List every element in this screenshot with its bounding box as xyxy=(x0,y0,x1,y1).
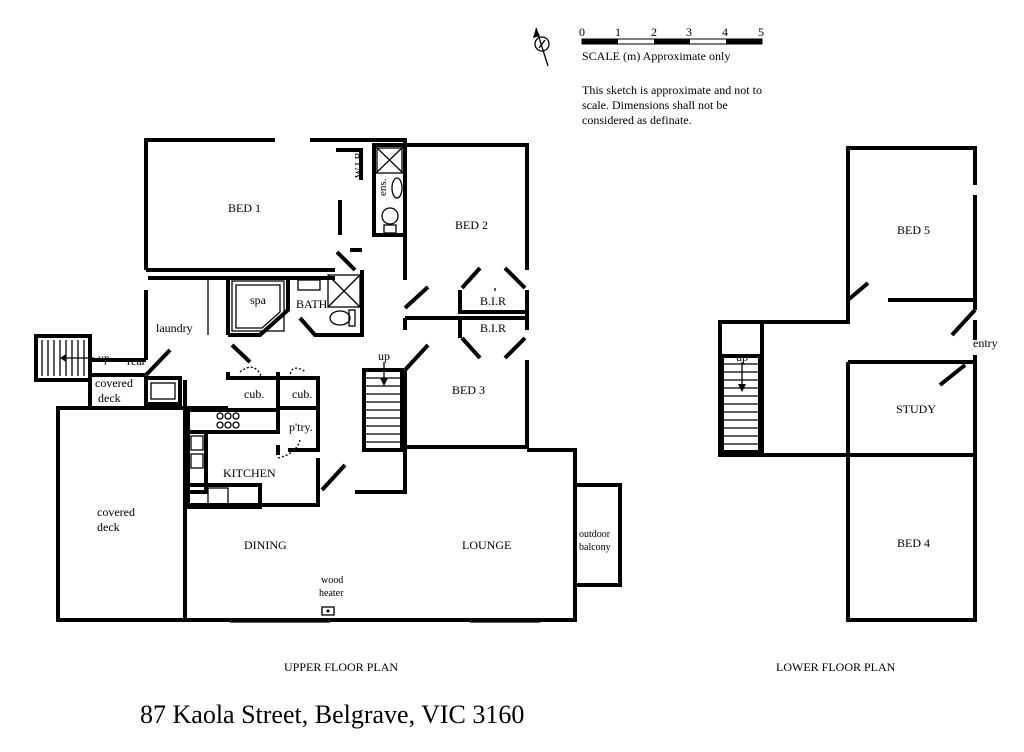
room-label-study: STUDY xyxy=(896,402,936,416)
room-label-kitchen: KITCHEN xyxy=(223,466,276,480)
disclaimer-line-3: considered as definate. xyxy=(582,113,692,127)
room-label-bed2: BED 2 xyxy=(455,218,488,232)
room-label-bed3: BED 3 xyxy=(452,383,485,397)
room-label-wir: W.I.R xyxy=(353,151,365,178)
room-label-lounge: LOUNGE xyxy=(462,538,511,552)
cooktop-icon xyxy=(216,412,240,429)
rear-steps xyxy=(34,334,94,382)
room-label-cub-2: cub. xyxy=(292,387,312,401)
room-label-heater-1: wood xyxy=(321,575,343,586)
property-address: 87 Kaola Street, Belgrave, VIC 3160 xyxy=(140,700,524,729)
room-label-up-rear: up xyxy=(98,351,110,365)
lower-floor-labels: BED 5 up entry STUDY BED 4 LOWER FLOOR P… xyxy=(736,223,998,674)
room-label-covered-deck-2: deck xyxy=(97,520,120,534)
room-label-up-stairs: up xyxy=(378,349,390,363)
room-label-entry: entry xyxy=(973,336,998,350)
disclaimer-line-2: scale. Dimensions shall not be xyxy=(582,98,728,112)
lower-floor-walls xyxy=(718,146,977,622)
room-label-balcony-2: balcony xyxy=(579,542,611,553)
room-label-bed4: BED 4 xyxy=(897,536,930,550)
room-label-cub-1: cub. xyxy=(244,387,264,401)
upper-floor-caption: UPPER FLOOR PLAN xyxy=(284,660,398,674)
room-label-spa: spa xyxy=(250,293,267,307)
scale-tick-4: 4 xyxy=(722,25,728,39)
upper-floor-labels: BED 1 W.I.R ens. BED 2 spa BATH laundry … xyxy=(95,151,611,674)
room-label-covered-deck-small-1: covered xyxy=(95,376,133,390)
room-label-covered-deck-small-2: deck xyxy=(98,391,121,405)
scale-caption: SCALE (m) Approximate only xyxy=(582,49,730,63)
scale-tick-1: 1 xyxy=(615,25,621,39)
upper-stairs xyxy=(362,362,404,452)
room-label-bed5: BED 5 xyxy=(897,223,930,237)
room-label-pantry: p'try. xyxy=(289,420,313,434)
scale-tick-5: 5 xyxy=(758,25,764,39)
room-label-laundry: laundry xyxy=(156,321,193,335)
scale-tick-0: 0 xyxy=(579,25,585,39)
room-label-covered-deck-1: covered xyxy=(97,505,135,519)
room-label-heater-2: heater xyxy=(319,588,344,599)
room-label-bir-1: B.I.R xyxy=(480,294,506,308)
upper-floor-walls xyxy=(34,138,622,623)
room-label-ens: ens. xyxy=(377,178,389,196)
north-arrow-icon xyxy=(533,27,550,67)
lower-stairs xyxy=(720,354,762,454)
lower-floor-caption: LOWER FLOOR PLAN xyxy=(776,660,896,674)
disclaimer: This sketch is approximate and not to sc… xyxy=(582,83,762,127)
room-label-bath: BATH xyxy=(296,297,328,311)
room-label-rear: rear xyxy=(127,354,146,368)
scale-tick-3: 3 xyxy=(686,25,692,39)
scale-bar: 0 1 2 3 4 5 SCALE (m) Approximate only xyxy=(579,25,764,63)
room-label-up-lower: up xyxy=(736,350,748,364)
scale-tick-2: 2 xyxy=(651,25,657,39)
room-label-balcony-1: outdoor xyxy=(579,529,611,540)
room-label-bir-2: B.I.R xyxy=(480,321,506,335)
disclaimer-line-1: This sketch is approximate and not to xyxy=(582,83,762,97)
room-label-bed1: BED 1 xyxy=(228,201,261,215)
room-label-dining: DINING xyxy=(244,538,287,552)
